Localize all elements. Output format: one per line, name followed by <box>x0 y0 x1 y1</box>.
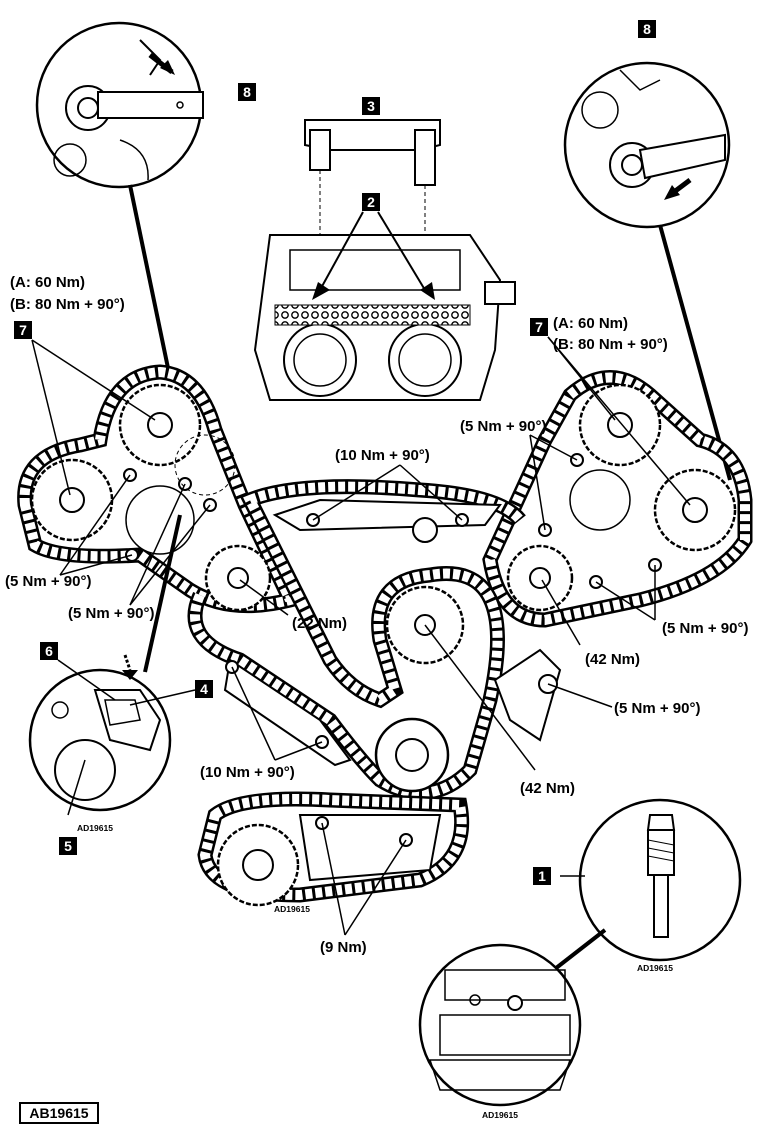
callouts: 8 8 3 2 7 7 6 4 5 1 <box>14 20 656 885</box>
callout-5: 5 <box>64 838 72 854</box>
callout-4: 4 <box>200 681 208 697</box>
ref-inset-tensioner: AD19615 <box>77 823 113 833</box>
ref-crank-inset: AD19615 <box>482 1110 518 1120</box>
leader-tensioner-inset <box>143 514 182 673</box>
torque-center-idler: (42 Nm) <box>520 780 575 797</box>
torque-right-idler: (42 Nm) <box>585 651 640 668</box>
torque-left-cam-b: (B: 80 Nm + 90°) <box>10 296 125 313</box>
torque-left-idler: (22 Nm) <box>292 615 347 632</box>
callout-8-right: 8 <box>643 21 651 37</box>
torque-right-cam-a: (A: 60 Nm) <box>553 315 628 332</box>
torque-left-guide-lower: (5 Nm + 90°) <box>5 573 91 590</box>
callout-7-right: 7 <box>535 319 543 335</box>
leader-left-inset <box>128 184 170 369</box>
torque-top-guide: (10 Nm + 90°) <box>335 447 430 464</box>
torque-labels: (A: 60 Nm) (B: 80 Nm + 90°) (A: 60 Nm) (… <box>5 274 748 956</box>
inset-crankcase <box>418 943 582 1107</box>
inset-right-cam-tool <box>563 61 731 229</box>
leader-right-inset <box>658 224 732 481</box>
chain-drive <box>17 364 753 907</box>
inset-tensioner <box>28 654 172 812</box>
torque-left-guide-mid: (5 Nm + 90°) <box>68 605 154 622</box>
torque-oil-pump-guide: (9 Nm) <box>320 939 367 956</box>
figure-reference: AB19615 <box>19 1102 99 1124</box>
torque-lower-guide: (10 Nm + 90°) <box>200 764 295 781</box>
callout-1: 1 <box>538 868 546 884</box>
torque-right-guide-lower: (5 Nm + 90°) <box>662 620 748 637</box>
torque-left-cam-a: (A: 60 Nm) <box>10 274 85 291</box>
callout-3: 3 <box>367 98 375 114</box>
callout-6: 6 <box>45 643 53 659</box>
torque-tensioner: (5 Nm + 90°) <box>614 700 700 717</box>
cylinder-head-view <box>253 119 516 401</box>
small-refs: AD19615 AD19615 AD19615 AD19615 <box>77 823 673 1120</box>
callout-7-left: 7 <box>19 322 27 338</box>
ref-pin-tool: AD19615 <box>637 963 673 973</box>
callout-8-left: 8 <box>243 84 251 100</box>
torque-right-guide-upper: (5 Nm + 90°) <box>460 418 546 435</box>
ref-lower-chain: AD19615 <box>274 904 310 914</box>
callout-2: 2 <box>367 194 375 210</box>
torque-right-cam-b: (B: 80 Nm + 90°) <box>553 336 668 353</box>
inset-left-cam-tool <box>35 21 204 189</box>
inset-locking-pin <box>578 798 742 962</box>
